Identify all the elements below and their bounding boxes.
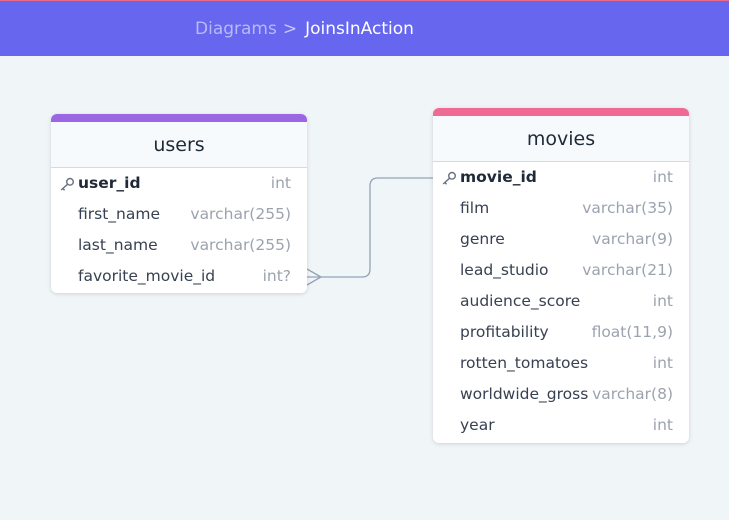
column-type: float(11,9) [591, 323, 673, 341]
column-type: int [270, 174, 291, 192]
breadcrumb-diagrams-link[interactable]: Diagrams [195, 19, 277, 39]
top-bar: Diagrams> JoinsInAction [0, 0, 729, 56]
movies-column-genre[interactable]: genre varchar(9) [433, 224, 689, 255]
users-column-first-name[interactable]: first_name varchar(255) [51, 199, 307, 230]
users-table-accent [51, 114, 307, 122]
movies-table-title: movies [433, 116, 689, 162]
column-type: varchar(9) [592, 230, 673, 248]
users-column-user-id[interactable]: user_id int [51, 168, 307, 199]
movies-column-worldwide-gross[interactable]: worldwide_gross varchar(8) [433, 379, 689, 410]
column-type: int [652, 354, 673, 372]
users-table-title: users [51, 122, 307, 168]
column-name: profitability [460, 323, 549, 341]
column-name: lead_studio [460, 261, 549, 279]
movies-column-rotten-tomatoes[interactable]: rotten_tomatoes int [433, 348, 689, 379]
column-name: audience_score [460, 292, 581, 310]
column-type: varchar(35) [582, 199, 673, 217]
movies-column-profitability[interactable]: profitability float(11,9) [433, 317, 689, 348]
breadcrumb: Diagrams> JoinsInAction [195, 18, 414, 40]
column-name: first_name [78, 205, 160, 223]
movies-column-year[interactable]: year int [433, 410, 689, 441]
column-type: int? [262, 267, 291, 285]
column-type: int [652, 416, 673, 434]
key-icon [442, 171, 456, 185]
breadcrumb-separator: > [282, 19, 298, 39]
connector-line [307, 177, 433, 278]
movies-table[interactable]: movies movie_id int film varchar(35) gen… [433, 108, 689, 443]
movies-column-lead-studio[interactable]: lead_studio varchar(21) [433, 255, 689, 286]
column-name: year [460, 416, 495, 434]
column-type: int [652, 168, 673, 186]
breadcrumb-current: JoinsInAction [305, 19, 414, 39]
movies-column-film[interactable]: film varchar(35) [433, 193, 689, 224]
column-name: movie_id [460, 168, 537, 186]
users-column-last-name[interactable]: last_name varchar(255) [51, 230, 307, 261]
column-type: varchar(8) [592, 385, 673, 403]
column-name: favorite_movie_id [78, 267, 216, 285]
column-name: genre [460, 230, 505, 248]
movies-column-movie-id[interactable]: movie_id int [433, 162, 689, 193]
column-name: last_name [78, 236, 158, 254]
column-name: user_id [78, 174, 141, 192]
column-type: int [652, 292, 673, 310]
column-name: film [460, 199, 490, 217]
column-type: varchar(255) [190, 236, 291, 254]
column-name: rotten_tomatoes [460, 354, 589, 372]
users-column-favorite-movie-id[interactable]: favorite_movie_id int? [51, 261, 307, 292]
crows-foot-icon [306, 268, 323, 286]
column-type: varchar(21) [582, 261, 673, 279]
movies-column-audience-score[interactable]: audience_score int [433, 286, 689, 317]
column-type: varchar(255) [190, 205, 291, 223]
column-name: worldwide_gross [460, 385, 589, 403]
movies-table-accent [433, 108, 689, 116]
key-icon [60, 177, 74, 191]
users-table[interactable]: users user_id int first_name varchar(255… [51, 114, 307, 293]
